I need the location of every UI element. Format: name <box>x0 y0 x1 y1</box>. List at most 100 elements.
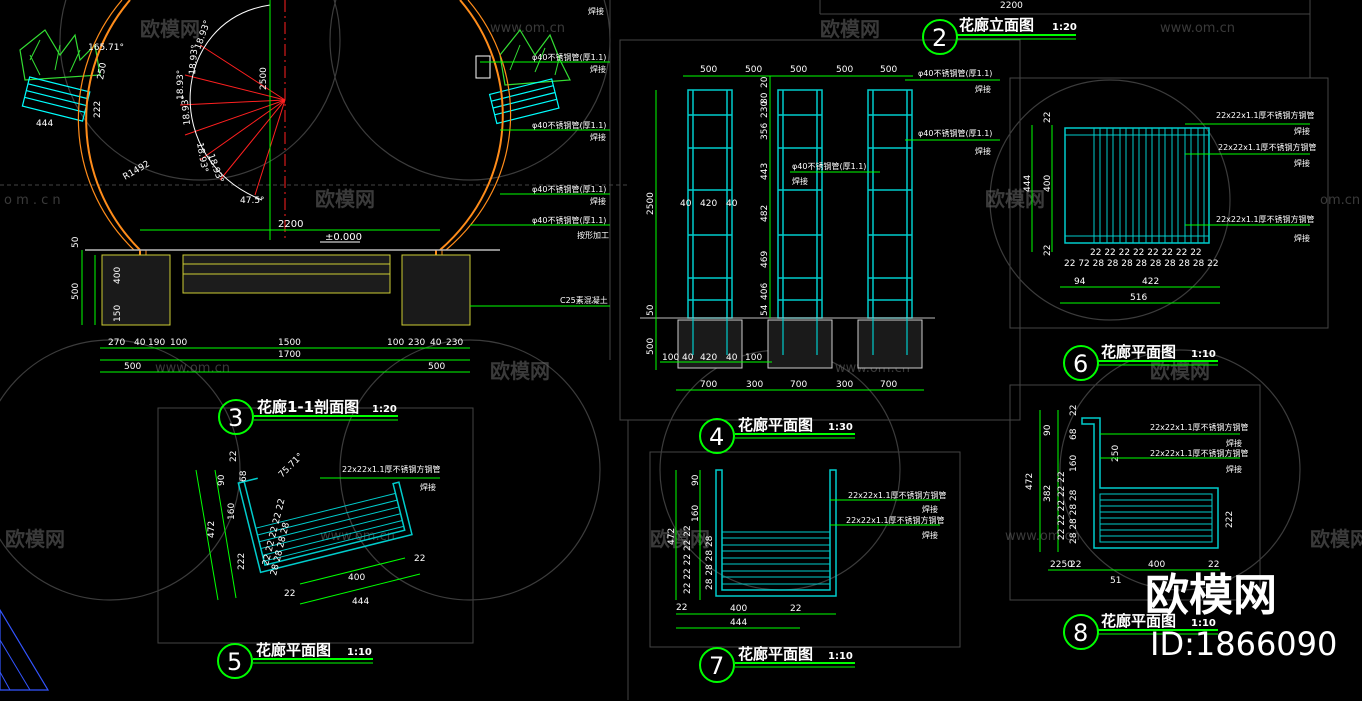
d4-v-406: 406 <box>760 283 770 300</box>
dim-250: 250 <box>96 62 109 81</box>
dim-50: 50 <box>71 236 81 248</box>
note-2: φ40不锈钢管(厚1.1) <box>532 120 606 130</box>
d4-top-3: 500 <box>790 65 807 75</box>
d7-note-1-sub: 焊接 <box>922 504 938 514</box>
watermark-texts: 欧模网 欧模网 欧模网 欧模网 欧模网 欧模网 欧模网 欧模网 欧模网 www.… <box>4 17 1362 551</box>
dim-400: 400 <box>113 267 123 284</box>
d7-note-2: 22x22x1.1厚不锈钢方钢管 <box>846 515 945 525</box>
d5-472: 472 <box>207 521 217 538</box>
bdim-1500: 1500 <box>278 338 301 348</box>
left-arch <box>85 0 141 251</box>
watermark-logo-2: 欧模网 <box>315 187 375 211</box>
watermark-url-6: www.om.cn <box>1005 529 1080 544</box>
drawing-3-scale: 1:20 <box>372 404 397 415</box>
corner-triangle <box>0 608 50 691</box>
drawing-7-scale: 1:10 <box>828 651 853 662</box>
drawing-3-number: 3 <box>228 404 243 432</box>
slats-8 <box>1100 499 1212 537</box>
angle-47: 47.5° <box>240 196 265 206</box>
d6-400: 400 <box>1043 175 1053 192</box>
d8-22a: 22 <box>1069 405 1079 416</box>
d6-note-2-sub: 焊接 <box>1294 158 1310 168</box>
d4-note-2-sub: 焊接 <box>975 146 991 156</box>
drawing-7-number: 7 <box>709 652 724 680</box>
drawing-8-scale: 1:10 <box>1191 618 1216 629</box>
d4-note-1-sub: 焊接 <box>975 84 991 94</box>
drawing-4-title: 花廊平面图 <box>738 416 813 434</box>
left-footing <box>101 254 171 326</box>
brand-id: ID:1866090 <box>1150 625 1337 663</box>
watermark-url-8: om.cn <box>1320 193 1360 208</box>
d8-250: 250 <box>1111 445 1121 462</box>
note-3-sub: 焊接 <box>590 196 606 206</box>
drawing-6-title: 花廊平面图 <box>1101 343 1176 361</box>
note-concrete: C25素混凝土 <box>560 295 608 305</box>
watermark-url-2: www.om.cn <box>1160 21 1235 36</box>
watermark-logo-3: 欧模网 <box>490 359 550 383</box>
watermark-url-3: www.om.cn <box>155 361 230 376</box>
d8-2250: 2250 <box>1050 560 1073 570</box>
bdim-230b: 230 <box>446 338 463 348</box>
d4-mid-40a: 40 <box>680 199 692 209</box>
d4-500: 500 <box>646 338 656 355</box>
d4-bot-700c: 700 <box>880 380 897 390</box>
angle-165: 165.71° <box>88 43 124 53</box>
d5-box <box>237 477 413 574</box>
dim-500: 500 <box>71 283 81 300</box>
drawing-3-number-circle <box>218 399 254 435</box>
d7-444: 444 <box>730 618 747 628</box>
right-arch <box>439 0 504 251</box>
d7-22a: 22 <box>676 603 687 613</box>
bdim-230a: 230 <box>408 338 425 348</box>
d8-slat-dims: 22 22 22 22 22 <box>1057 471 1067 540</box>
sheet-frames <box>0 0 1329 700</box>
d6-note-3: 22x22x1.1厚不锈钢方钢管 <box>1216 214 1315 224</box>
d8-400: 400 <box>1148 560 1165 570</box>
d4-v-54: 54 <box>760 304 770 316</box>
slats-6 <box>1093 128 1205 243</box>
d8-note-2-sub: 焊接 <box>1226 464 1242 474</box>
d5-22a: 22 <box>229 451 239 462</box>
watermark-logo-7: 欧模网 <box>5 527 65 551</box>
dim-444: 444 <box>36 119 53 129</box>
bdim-1700: 1700 <box>278 350 301 360</box>
drawing-4-ladder: 500 500 500 500 500 <box>640 65 1000 454</box>
watermark-logo-4: 欧模网 <box>820 17 880 41</box>
d4-foot-40a: 40 <box>682 353 694 363</box>
d7-gap-dims: 28 28 28 28 <box>705 535 715 590</box>
d7-note-1: 22x22x1.1厚不锈钢方钢管 <box>848 490 947 500</box>
note-top-sub: 焊接 <box>588 6 604 16</box>
note-3: φ40不锈钢管(厚1.1) <box>532 184 606 194</box>
bdim-40b: 40 <box>430 338 442 348</box>
d8-note-1-sub: 焊接 <box>1226 438 1242 448</box>
d5-note-1-sub: 焊接 <box>420 482 436 492</box>
d4-note-1: φ40不锈钢管(厚1.1) <box>918 68 992 78</box>
d6-444: 444 <box>1023 175 1033 192</box>
level-mark: ±0.000 <box>325 232 362 243</box>
left-plant-box <box>19 29 101 122</box>
d8-22b: 22 <box>1070 560 1081 570</box>
d8-note-1: 22x22x1.1厚不锈钢方钢管 <box>1150 422 1249 432</box>
d7-160: 160 <box>691 505 701 522</box>
d4-v-230: 230 <box>760 101 770 118</box>
bench-base <box>182 254 391 294</box>
d4-note-3-sub: 焊接 <box>792 176 808 186</box>
drawing-8-title: 花廊平面图 <box>1101 612 1176 630</box>
d4-foot-420: 420 <box>700 353 717 363</box>
note-4: φ40不锈钢管(厚1.1) <box>532 215 606 225</box>
watermark-logo-9: 欧模网 <box>1310 527 1362 551</box>
bdim-190: 190 <box>148 338 165 348</box>
d4-top-2: 500 <box>745 65 762 75</box>
d6-note-3-sub: 焊接 <box>1294 233 1310 243</box>
d4-v-356: 356 <box>760 123 770 140</box>
drawing-6-number: 6 <box>1073 350 1088 378</box>
drawing-2-top-dim: 2200 <box>1000 1 1023 11</box>
dim-2500: 2500 <box>259 67 269 90</box>
d7-slat-dims: 22 22 22 22 22 <box>683 525 693 594</box>
d4-note-2: φ40不锈钢管(厚1.1) <box>918 128 992 138</box>
drawing-6-scale: 1:10 <box>1191 349 1216 360</box>
d6-94: 94 <box>1074 277 1086 287</box>
d4-v-469: 469 <box>760 251 770 268</box>
right-plant-box <box>475 28 571 125</box>
